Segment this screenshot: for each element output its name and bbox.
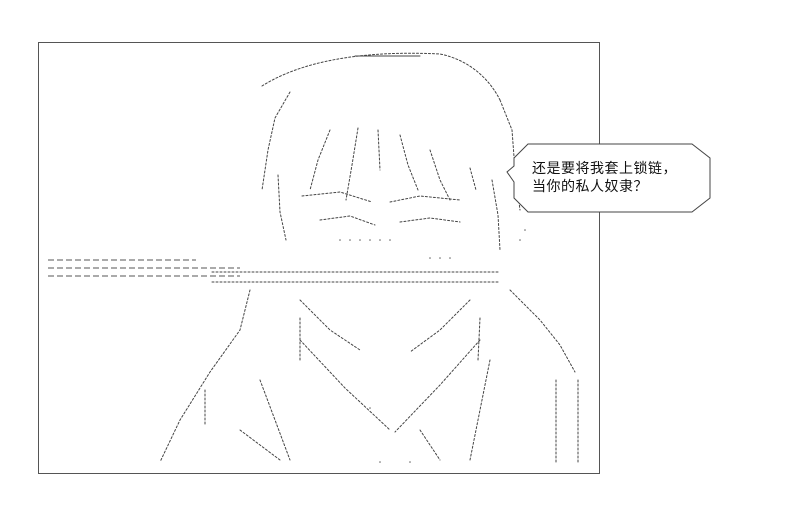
right-eye-lower <box>399 217 461 223</box>
torso-left <box>259 379 291 461</box>
shoulder-right <box>509 289 576 373</box>
shoulder-left <box>159 289 251 463</box>
right-eye-line <box>389 195 461 203</box>
jaw-left <box>299 299 361 351</box>
speech-bubble-outline <box>506 143 711 213</box>
collar-left <box>299 339 391 431</box>
cloth-fold-1 <box>239 429 281 461</box>
speech-text: 还是要将我套上锁链， 当你的私人奴隶？ <box>532 160 702 196</box>
hair-left-line <box>261 91 291 191</box>
torso-right <box>469 359 491 461</box>
bang-line-6 <box>469 167 477 191</box>
left-eye-line <box>301 191 373 203</box>
left-eye-lower <box>319 215 376 226</box>
speech-line-2: 当你的私人奴隶？ <box>532 179 648 195</box>
speech-bubble: 还是要将我套上锁链， 当你的私人奴隶？ <box>506 142 712 214</box>
hair-top-line <box>261 52 501 101</box>
bang-line-2 <box>345 127 359 201</box>
face-left-edge <box>277 174 287 241</box>
bang-line-5 <box>429 149 451 201</box>
speech-line-1: 还是要将我套上锁链， <box>532 161 677 177</box>
bang-line-4 <box>399 134 419 191</box>
collar-right <box>394 339 481 433</box>
cloth-fold-2 <box>419 429 441 461</box>
face-right-edge <box>491 179 501 251</box>
ascii-art-panel <box>38 42 600 474</box>
bang-line-1 <box>309 129 331 191</box>
neck-right <box>477 317 481 361</box>
bang-line-3 <box>377 129 381 171</box>
jaw-right <box>409 299 471 353</box>
